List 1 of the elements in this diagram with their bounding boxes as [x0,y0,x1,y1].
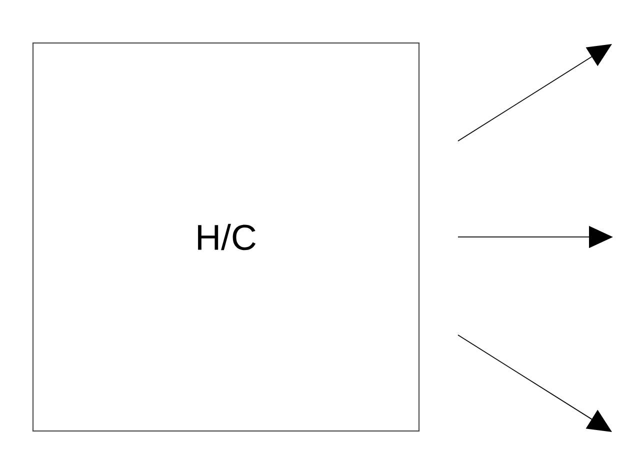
process-box: H/C [32,42,420,432]
